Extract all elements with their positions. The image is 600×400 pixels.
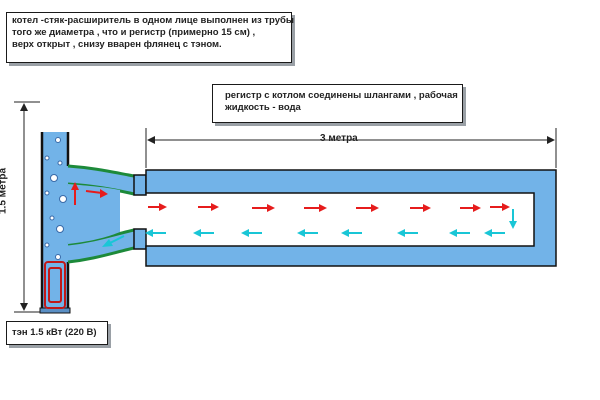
register-pipe [145, 169, 557, 267]
register-note-line: жидкость - вода [225, 102, 301, 113]
heater-note-line: тэн 1.5 кВт (220 В) [12, 327, 97, 338]
air-bubble [44, 137, 67, 260]
height-dimension [14, 101, 40, 313]
lower-fitting [133, 228, 147, 250]
flow-arrow-hot [71, 182, 510, 212]
boiler-note-line: котел -стяк-расширитель в одном лице вып… [12, 15, 294, 26]
length-dimension [145, 128, 557, 168]
register-note: регистр с котлом соединены шлангами , ра… [212, 84, 463, 123]
boiler-outlet-water [68, 184, 120, 244]
boiler-note-line: верх открыт , снизу вварен флянец с тэно… [12, 39, 222, 50]
boiler-tank [42, 132, 68, 310]
upper-fitting [133, 174, 147, 196]
flow-arrow-cold [102, 209, 517, 247]
heater-note: тэн 1.5 кВт (220 В) [6, 321, 108, 345]
boiler-note-line: того же диаметра , что и регистр (пример… [12, 27, 256, 38]
length-dimension-label: 3 метра [320, 133, 358, 144]
register-note-line: регистр с котлом соединены шлангами , ра… [225, 90, 458, 101]
heating-element [44, 261, 66, 309]
height-dimension-label: 1.5 метра [0, 167, 9, 214]
boiler-note: котел -стяк-расширитель в одном лице вып… [6, 12, 294, 63]
